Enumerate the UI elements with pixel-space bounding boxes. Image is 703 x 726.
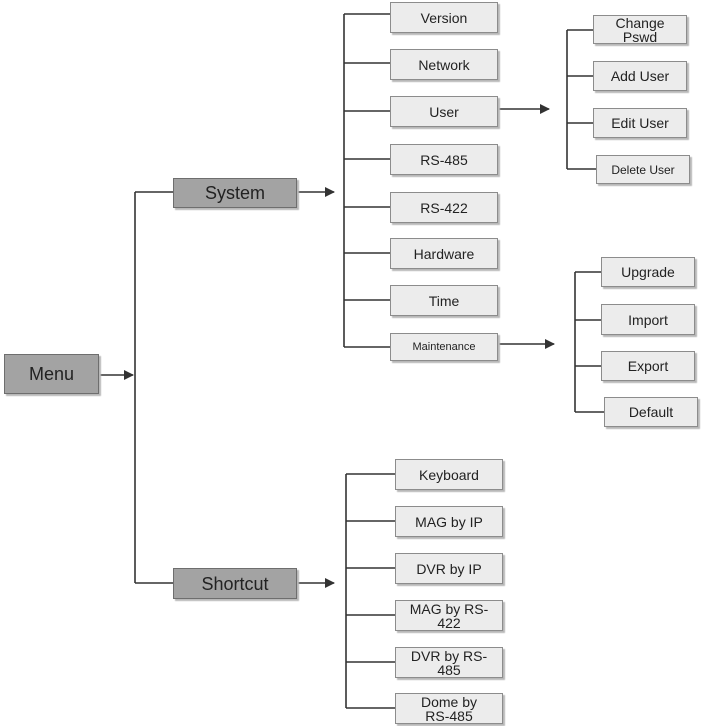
system-item-maintenance: Maintenance [390,333,498,361]
shortcut-item-keyboard: Keyboard [395,459,503,490]
system-item-version: Version [390,2,498,33]
system-label: System [204,183,265,203]
system-item-time: Time [390,285,498,316]
maintenance-item-import: Import [601,304,695,335]
menu-label: Menu [28,364,75,384]
menu-node: Menu [4,354,99,394]
system-item-rs422: RS-422 [390,192,498,223]
user-item-change-pswd: Change Pswd [593,15,687,44]
shortcut-item-mag-by-ip: MAG by IP [395,506,503,537]
maintenance-item-upgrade: Upgrade [601,257,695,287]
user-item-edit-user: Edit User [593,108,687,138]
system-item-hardware: Hardware [390,238,498,269]
shortcut-item-dvr-by-ip: DVR by IP [395,553,503,584]
shortcut-node: Shortcut [173,568,297,599]
system-item-user: User [390,96,498,127]
system-item-network: Network [390,49,498,80]
maintenance-item-default: Default [604,397,698,427]
system-node: System [173,178,297,208]
shortcut-item-dvr-by-rs485: DVR by RS- 485 [395,647,503,678]
system-item-rs485: RS-485 [390,144,498,175]
shortcut-item-mag-by-rs422: MAG by RS- 422 [395,600,503,631]
shortcut-label: Shortcut [201,573,269,594]
maintenance-item-export: Export [601,351,695,381]
user-item-add-user: Add User [593,61,687,91]
user-item-delete-user: Delete User [596,155,690,184]
shortcut-item-dome-by-rs485: Dome by RS-485 [395,693,503,724]
